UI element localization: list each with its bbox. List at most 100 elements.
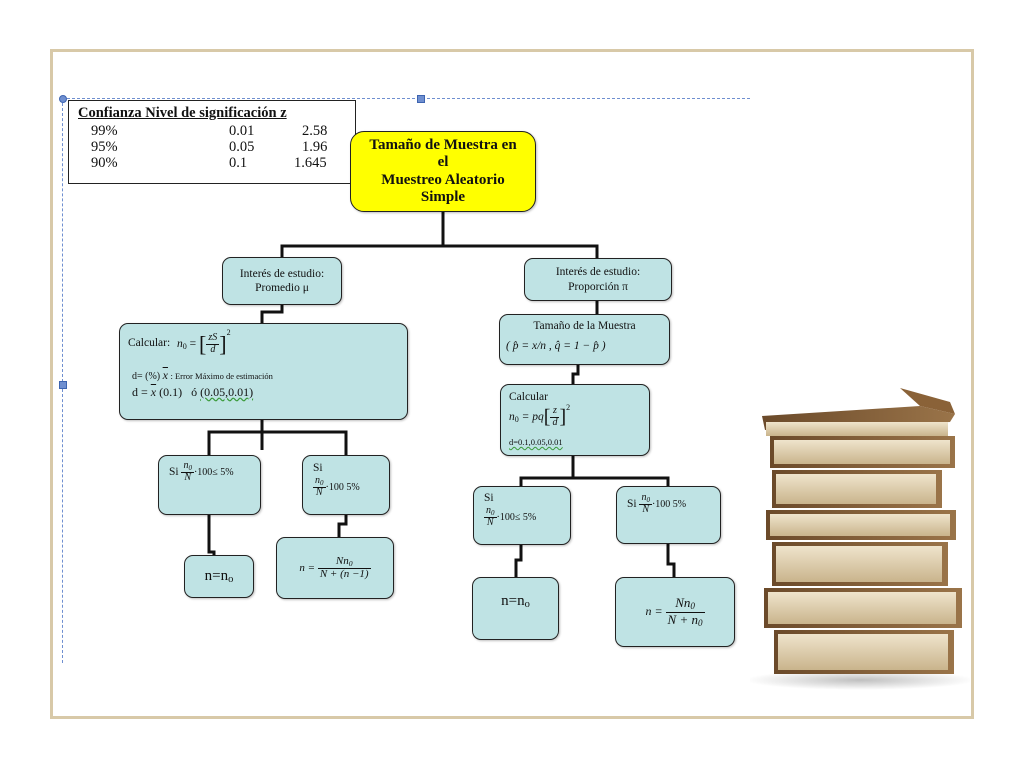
resize-handle-left[interactable]: [59, 381, 67, 389]
cond1-rest: ·100≤ 5%: [193, 467, 234, 479]
diagram-title-box[interactable]: Tamaño de Muestra en el Muestreo Aleator…: [350, 131, 536, 212]
result2-lhs: n =: [299, 561, 316, 574]
cond2-den: N: [315, 487, 323, 499]
interest-proportion-box[interactable]: Interés de estudio: Proporción π: [524, 258, 672, 301]
interest-mean-box[interactable]: Interés de estudio: Promedio μ: [222, 257, 342, 305]
cond1-prop-den: N: [486, 517, 494, 529]
formula-prop-sub: 0: [514, 415, 519, 424]
formula-sub: 0: [182, 342, 187, 351]
z-table-alpha-90: 0.1: [229, 155, 248, 171]
result1-text: n=n: [204, 567, 229, 584]
d-def-prefix: d= (%): [132, 371, 161, 382]
selection-guide-vertical: [62, 98, 63, 663]
interest-mean-line-1: Interés de estudio:: [239, 267, 325, 280]
d-vals-prefix: d =: [132, 385, 148, 399]
book-3: [772, 470, 942, 508]
cond2-prop-den: N: [642, 504, 650, 516]
sample-size-title: Tamaño de la Muestra: [533, 320, 636, 332]
z-table-header: Confianza Nivel de significación z: [78, 105, 287, 121]
title-line-3: Muestreo Aleatorio: [381, 171, 505, 188]
z-table-conf-99: 99%: [91, 123, 118, 139]
z-table-alpha-95: 0.05: [229, 139, 255, 155]
calc-mean-label: Calcular:: [128, 337, 171, 349]
cond2-si: Si: [313, 462, 323, 474]
d-vals-a: (0.1): [159, 385, 183, 399]
book-5: [772, 542, 948, 586]
cond2-prop-si: Si: [627, 498, 637, 511]
title-line-2: el: [437, 154, 449, 171]
d-def-xbar: x: [162, 368, 168, 382]
z-table-conf-90: 90%: [91, 155, 118, 171]
calc-prop-label: Calcular: [509, 391, 548, 403]
confidence-z-table: Confianza Nivel de significación z 99% 0…: [68, 100, 356, 184]
stack-of-books-image: [750, 388, 970, 690]
formula-prop-num: z: [550, 406, 560, 418]
cond1-prop-si: Si: [484, 492, 494, 504]
d-values-proportion: d=0.1,0.05,0.01: [509, 437, 563, 447]
book-6: [764, 588, 962, 628]
book-2: [770, 436, 955, 468]
cond2-prop-num: n: [641, 492, 647, 503]
result2-prop-num: Nn: [675, 594, 691, 610]
cond1-prop-rest: ·100≤ 5%: [496, 512, 537, 524]
interest-prop-line-2: Proporción π: [568, 280, 628, 293]
z-table-alpha-99: 0.01: [229, 123, 255, 139]
title-line-1: Tamaño de Muestra en: [369, 137, 517, 153]
cond2-rest: ·100 5%: [325, 482, 360, 494]
cond1-num: n: [183, 460, 189, 471]
formula-exp: 2: [226, 328, 231, 337]
formula-den: d: [210, 343, 216, 355]
resize-handle-top-left[interactable]: [59, 95, 67, 103]
interest-prop-line-1: Interés de estudio:: [555, 266, 641, 279]
cond1-si: Si: [169, 466, 179, 479]
d-values-mean: d = x (0.1) ó (0.05,0.01): [132, 385, 253, 400]
formula-num: zS: [206, 332, 220, 345]
formula-prop-eq: = pq: [518, 411, 544, 423]
d-vals-or: ó: [191, 385, 198, 399]
result2-prop-lhs: n =: [645, 603, 663, 618]
sample-size-proportion-box[interactable]: Tamaño de la Muestra ( p̂ = x/n , q̂ = 1…: [499, 314, 670, 365]
z-table-conf-95: 95%: [91, 139, 118, 155]
book-7: [774, 630, 954, 674]
cond2-num: n: [315, 475, 320, 486]
result2-num: Nn: [335, 554, 349, 567]
title-line-4: Simple: [420, 188, 466, 205]
result-n-equals-n0-prop[interactable]: n=no: [472, 577, 559, 640]
formula-prop-lhs: n: [509, 411, 515, 423]
formula-prop-exp: 2: [566, 403, 571, 412]
d-def-desc: : Error Máximo de estimación: [170, 371, 273, 381]
cond1-den: N: [184, 472, 192, 484]
result-n-equals-n0-mean[interactable]: n=no: [184, 555, 254, 598]
d-definition: d= (%) x : Error Máximo de estimación: [132, 368, 273, 384]
interest-mean-line-2: Promedio μ: [255, 282, 309, 294]
result2-prop-den: N + n: [667, 611, 698, 627]
z-table-z-95: 1.96: [302, 139, 328, 155]
formula-lhs: n: [177, 338, 183, 350]
resize-handle-top[interactable]: [417, 95, 425, 103]
cond2-prop-rest: ·100 5%: [651, 499, 687, 511]
p-hat-definition: ( p̂ = x/n , q̂ = 1 − p̂ ): [506, 340, 606, 352]
book-1: [762, 388, 955, 436]
selection-guide-horizontal: [62, 98, 750, 99]
z-table-z-90: 1.645: [294, 155, 327, 171]
result1-prop-text: n=n: [501, 592, 525, 609]
result2-den: N + (n −1): [319, 567, 369, 580]
formula-prop-den: d: [552, 416, 558, 428]
d-vals-b: (0.05,0.01): [200, 385, 254, 399]
d-vals-xbar: x: [150, 385, 157, 399]
book-4: [766, 510, 956, 540]
